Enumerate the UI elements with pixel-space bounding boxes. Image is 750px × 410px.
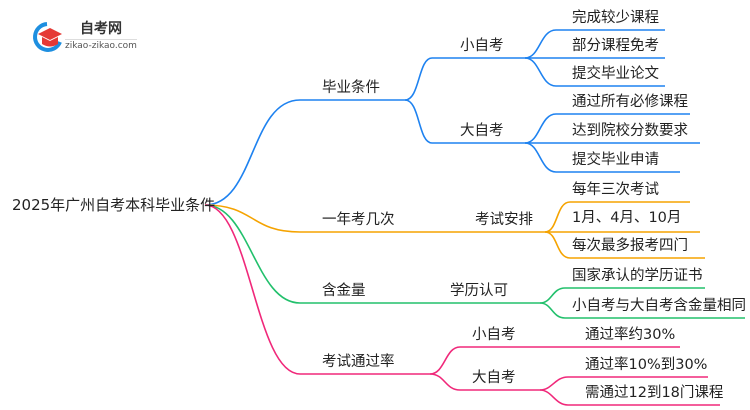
leaf: 需通过12到18门课程	[585, 385, 724, 401]
logo: 自考网 zikao-zikao.com	[30, 18, 170, 54]
branch-lines-value	[204, 204, 745, 319]
leaf: 通过所有必修课程	[572, 94, 688, 110]
leaf: 小自考与大自考含金量相同	[572, 298, 746, 314]
node-small-selfexam-rate: 小自考	[472, 327, 516, 343]
leaf: 通过率约30%	[585, 327, 676, 343]
leaf: 完成较少课程	[572, 10, 659, 26]
branch-graduation: 毕业条件	[322, 80, 380, 96]
branch-lines-graduation	[204, 29, 700, 206]
branch-value: 含金量	[322, 283, 366, 299]
branch-pass-rate: 考试通过率	[322, 354, 395, 370]
branch-lines-passrate	[204, 204, 720, 406]
leaf: 提交毕业论文	[572, 66, 659, 82]
node-large-selfexam-rate: 大自考	[472, 370, 516, 386]
graduation-cap-icon	[33, 22, 62, 52]
node-degree-recognition: 学历认可	[450, 283, 508, 299]
logo-title: 自考网	[80, 21, 122, 37]
leaf: 提交毕业申请	[572, 152, 659, 168]
leaf: 国家承认的学历证书	[572, 268, 703, 284]
leaf: 达到院校分数要求	[572, 123, 688, 139]
node-large-selfexam: 大自考	[460, 123, 504, 139]
leaf: 每年三次考试	[572, 182, 659, 198]
leaf: 部分课程免考	[572, 38, 659, 54]
leaf: 1月、4月、10月	[572, 210, 682, 226]
node-small-selfexam: 小自考	[460, 38, 504, 54]
leaf: 通过率10%到30%	[585, 357, 708, 373]
branch-lines-exams	[204, 201, 705, 259]
logo-url: zikao-zikao.com	[65, 39, 137, 51]
root-node: 2025年广州自考本科毕业条件	[12, 196, 216, 214]
branch-exam-frequency: 一年考几次	[322, 212, 395, 228]
node-exam-schedule: 考试安排	[475, 212, 533, 228]
leaf: 每次最多报考四门	[572, 238, 688, 254]
